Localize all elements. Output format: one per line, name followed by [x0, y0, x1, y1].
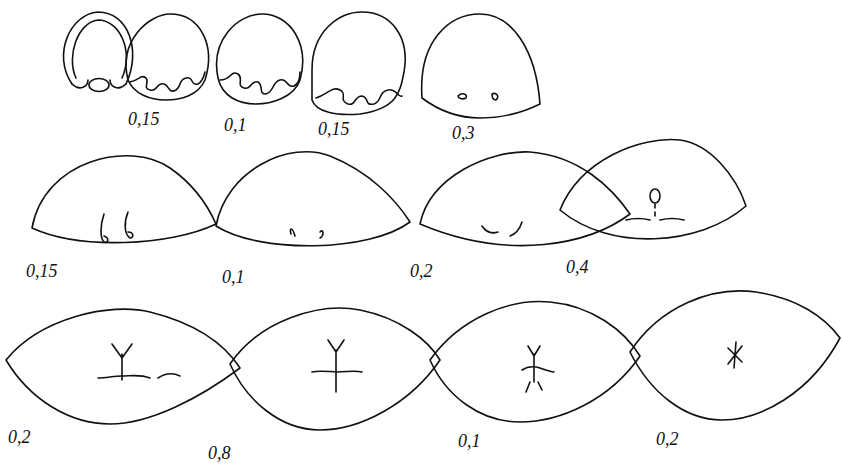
section-6	[32, 156, 216, 243]
thickness-label: 0,2	[656, 430, 679, 448]
section-9	[560, 140, 746, 239]
section-11	[230, 308, 440, 430]
section-2	[126, 14, 208, 100]
thickness-label: 0,1	[458, 432, 481, 450]
section-4	[312, 12, 405, 114]
section-10	[6, 309, 240, 424]
section-7	[216, 152, 410, 246]
thickness-label: 0,15	[318, 120, 350, 138]
thickness-label: 0,3	[452, 124, 475, 142]
thickness-label: 0,2	[8, 428, 31, 446]
thickness-label: 0,1	[222, 268, 245, 286]
section-5	[422, 14, 540, 118]
section-12	[430, 301, 640, 422]
section-13	[630, 291, 840, 420]
thickness-label: 0,2	[410, 262, 433, 280]
thickness-label: 0,15	[26, 262, 58, 280]
thickness-label: 0,1	[224, 116, 247, 134]
thickness-label: 0,8	[208, 444, 231, 462]
thickness-label: 0,15	[128, 110, 160, 128]
section-1	[64, 12, 133, 92]
thickness-label: 0,4	[566, 258, 589, 276]
section-3	[217, 14, 303, 104]
